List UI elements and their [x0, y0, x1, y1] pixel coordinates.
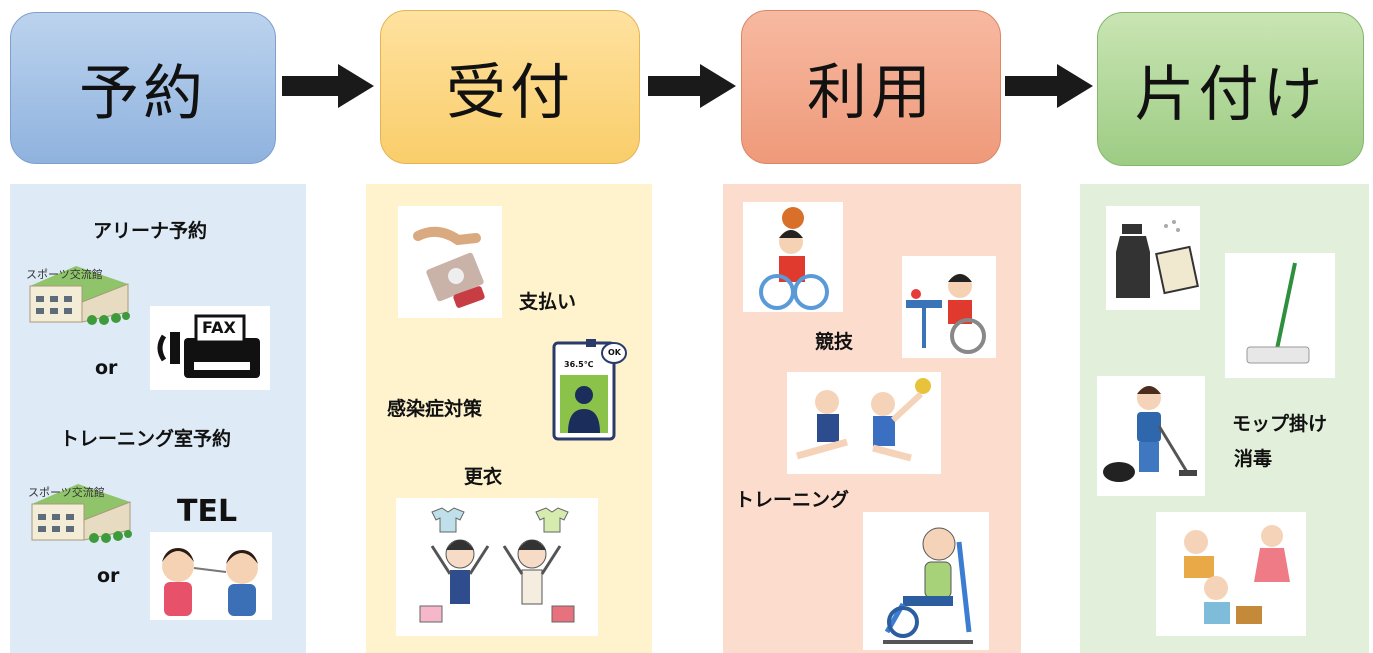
competition-label: 競技 — [815, 331, 854, 353]
arrow-right-icon — [1005, 64, 1093, 108]
changing-clothes-label: 更衣 — [464, 466, 503, 488]
temperature-reading: 36.5℃ — [564, 360, 594, 369]
building-sign: スポーツ交流館 — [28, 486, 105, 499]
infection-control-label: 感染症対策 — [387, 398, 483, 420]
fax-label: FAX — [202, 318, 236, 337]
training-label: トレーニング — [735, 489, 850, 511]
tel-label: TEL — [177, 494, 238, 529]
folding-clothes-illustration — [1156, 512, 1306, 636]
phone-call-illustration — [150, 532, 272, 620]
building-sign: スポーツ交流館 — [26, 268, 103, 281]
sitting-volleyball-illustration — [787, 372, 941, 474]
training-machine-illustration — [863, 512, 989, 650]
step-reception: 受付 — [380, 10, 640, 164]
step-reservation: 予約 — [10, 12, 276, 164]
or-label: or — [95, 357, 118, 379]
mop-illustration — [1225, 253, 1335, 378]
sports-building-icon: スポーツ交流館 — [26, 476, 132, 546]
step-reservation-title: 予約 — [79, 58, 207, 129]
spray-disinfectant-illustration — [1106, 206, 1200, 310]
step-cleanup-title: 片付け — [1134, 59, 1327, 130]
wheelchair-basketball-illustration — [743, 202, 843, 312]
or-label: or — [97, 565, 120, 587]
thermometer-device-icon: 36.5℃ OK — [552, 337, 628, 441]
ok-badge: OK — [608, 348, 621, 357]
vacuum-cleaning-illustration — [1097, 376, 1205, 496]
step-reception-title: 受付 — [446, 57, 574, 128]
mopping-label: モップ掛け — [1232, 413, 1328, 435]
step-usage: 利用 — [741, 10, 1001, 164]
training-room-reservation-label: トレーニング室予約 — [60, 428, 232, 450]
disinfection-label: 消毒 — [1234, 448, 1273, 470]
step-cleanup: 片付け — [1097, 12, 1364, 166]
arrow-right-icon — [648, 64, 736, 108]
sports-building-icon: スポーツ交流館 — [24, 258, 130, 328]
fax-machine-icon: FAX — [150, 306, 270, 390]
step-usage-title: 利用 — [807, 57, 935, 128]
arrow-right-icon — [282, 64, 374, 108]
wheelchair-table-tennis-illustration — [902, 256, 996, 358]
payment-illustration — [398, 206, 502, 318]
payment-label: 支払い — [519, 291, 577, 313]
arena-reservation-label: アリーナ予約 — [93, 220, 208, 242]
changing-clothes-illustration — [396, 498, 598, 636]
